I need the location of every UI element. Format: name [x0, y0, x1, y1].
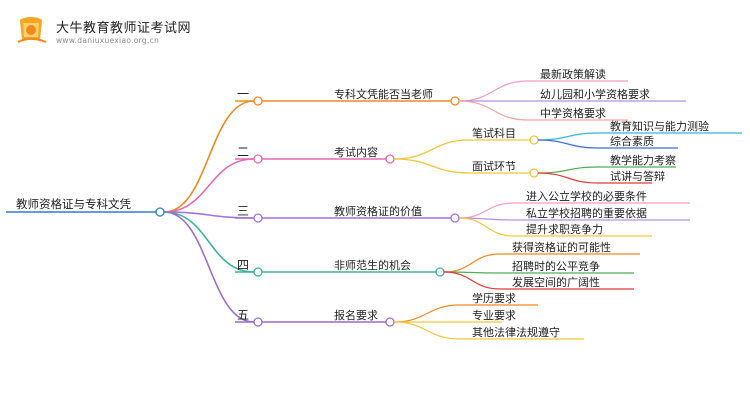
leaf-label: 招聘时的公平竞争 [512, 259, 600, 273]
branch-end-node [385, 317, 395, 327]
connector [537, 172, 599, 184]
connector [537, 132, 599, 141]
leaf-label: 幼儿园和小学资格要求 [540, 87, 650, 101]
leaf-label: 专业要求 [472, 308, 516, 322]
leaf-label: 学历要求 [472, 291, 516, 305]
connector [393, 139, 471, 160]
connector [458, 217, 515, 237]
sub-node [529, 135, 539, 145]
branch-node [253, 267, 263, 277]
branch-label: 考试内容 [334, 145, 378, 159]
branch-end-node [450, 96, 460, 106]
leaf-label: 提升求职竞争力 [526, 222, 603, 236]
branch-label: 专科文凭能否当老师 [334, 87, 433, 101]
branch-number: 一 [237, 87, 249, 101]
connector [393, 158, 471, 174]
branch-label: 报名要求 [334, 308, 378, 322]
branch-node [253, 154, 263, 164]
branch-number: 五 [237, 308, 249, 322]
sub-label: 面试环节 [472, 160, 516, 173]
connector [458, 100, 529, 121]
branch-end-node [435, 267, 445, 277]
connector [393, 321, 461, 340]
brand-name: 大牛教育教师证考试网 [56, 21, 192, 36]
leaf-label: 私立学校招聘的重要依据 [526, 206, 647, 220]
connector [537, 139, 599, 149]
leaf-label: 进入公立学校的必要条件 [526, 189, 647, 203]
connector [443, 253, 501, 273]
connector [458, 80, 529, 102]
root-label: 教师资格证与专科文凭 [16, 197, 131, 211]
leaf-label: 试讲与答辩 [610, 169, 665, 183]
sub-node [529, 168, 539, 178]
connector [458, 202, 515, 219]
connector [537, 166, 599, 174]
leaf-label: 教学能力考察 [610, 153, 676, 167]
leaf-label: 综合素质 [610, 134, 654, 148]
branch-number: 四 [237, 258, 249, 272]
branch-node [253, 96, 263, 106]
leaf-label: 发展空间的广阔性 [512, 275, 600, 289]
branch-end-node [450, 213, 460, 223]
branch-label: 非师范生的机会 [334, 258, 411, 272]
leaf-label: 教育知识与能力测验 [610, 119, 709, 133]
leaf-label: 中学资格要求 [540, 106, 606, 120]
connector [443, 271, 501, 290]
branch-label: 教师资格证的价值 [334, 204, 422, 218]
branch-number: 三 [237, 204, 249, 218]
connector [393, 304, 461, 323]
leaf-label: 获得资格证的可能性 [512, 240, 611, 254]
branch-node [253, 317, 263, 327]
connector [163, 211, 255, 273]
branch-end-node [385, 154, 395, 164]
site-url: www.daniuxuexiao.org.cn [56, 36, 160, 45]
connector [163, 211, 255, 323]
leaf-label: 最新政策解读 [540, 67, 606, 81]
connector [163, 158, 255, 213]
root-node [155, 207, 165, 217]
connector [163, 100, 255, 213]
branch-node [253, 213, 263, 223]
branch-number: 二 [237, 145, 249, 159]
brand-logo [14, 14, 50, 48]
sub-label: 笔试科目 [472, 126, 516, 140]
leaf-label: 其他法律法规遵守 [472, 325, 560, 339]
